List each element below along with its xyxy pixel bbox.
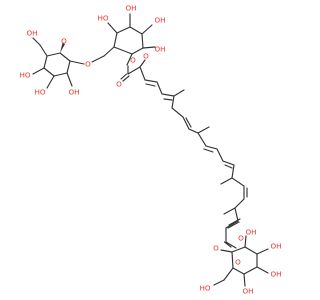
terminal-sugar-labels: OH O HO HO OH O bbox=[19, 29, 91, 97]
hydroxyl-label: OH bbox=[26, 29, 37, 38]
upper-sugar-ring bbox=[103, 13, 156, 66]
glycosidic-oxygen-label: O bbox=[85, 60, 91, 69]
hydroxyl-label: HO bbox=[34, 88, 45, 97]
hydroxyl-label: HO bbox=[19, 71, 30, 80]
hydroxyl-label: OH bbox=[154, 16, 165, 25]
hydroxyl-label: OH bbox=[270, 270, 281, 279]
hydroxyl-label: OH bbox=[68, 88, 79, 97]
hydroxyl-label: HO bbox=[199, 284, 210, 293]
lower-sugar-ring bbox=[213, 235, 269, 287]
ring-oxygen-label: O bbox=[235, 258, 241, 267]
hydroxyl-label: OH bbox=[242, 287, 253, 296]
ester-oxygen-label: O bbox=[130, 56, 136, 65]
hydroxyl-label: HO bbox=[97, 14, 108, 23]
ring-oxygen-label: O bbox=[143, 52, 149, 61]
molecule-structure: OH O HO HO OH O HO OH OH OH O O bbox=[19, 4, 281, 296]
polyene-chain bbox=[139, 66, 248, 229]
molecule-canvas: OH O HO HO OH O HO OH OH OH O O bbox=[19, 3, 282, 296]
lower-ester-group bbox=[223, 221, 240, 249]
terminal-sugar-ring bbox=[32, 37, 85, 89]
carbonyl-oxygen-label: O bbox=[116, 80, 122, 89]
upper-sugar-labels: HO OH OH OH O O bbox=[97, 4, 165, 65]
ester-oxygen-label: O bbox=[213, 244, 219, 253]
carbonyl-oxygen-label: O bbox=[238, 234, 244, 243]
hydroxyl-label: OH bbox=[270, 242, 281, 251]
lower-sugar-labels: OH OH OH OH O HO bbox=[199, 228, 281, 296]
upper-ester-group bbox=[120, 59, 146, 82]
ring-oxygen-label: O bbox=[61, 37, 67, 46]
hydroxyl-label: OH bbox=[245, 228, 256, 237]
hydroxyl-label: OH bbox=[125, 4, 136, 13]
hydroxyl-label: OH bbox=[154, 45, 165, 54]
